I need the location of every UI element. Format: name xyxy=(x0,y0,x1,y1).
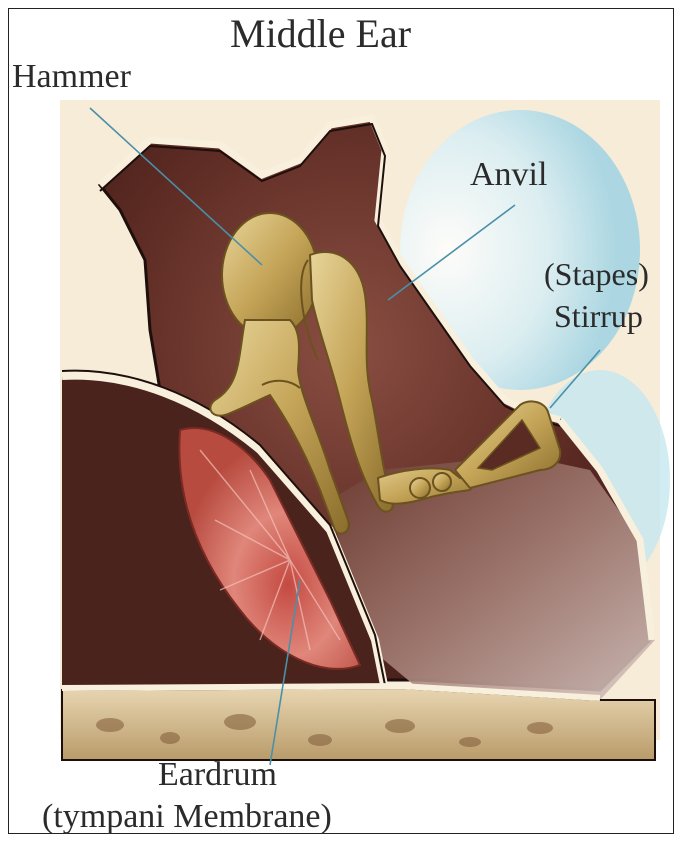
label-eardrum: Eardrum xyxy=(158,758,277,792)
label-stirrup: Stirrup xyxy=(554,300,643,332)
label-hammer: Hammer xyxy=(12,60,131,94)
label-stapes: (Stapes) xyxy=(544,258,649,290)
label-anvil: Anvil xyxy=(470,158,547,192)
diagram-title: Middle Ear xyxy=(230,14,411,54)
label-tympani-membrane: (tympani Membrane) xyxy=(42,800,332,834)
